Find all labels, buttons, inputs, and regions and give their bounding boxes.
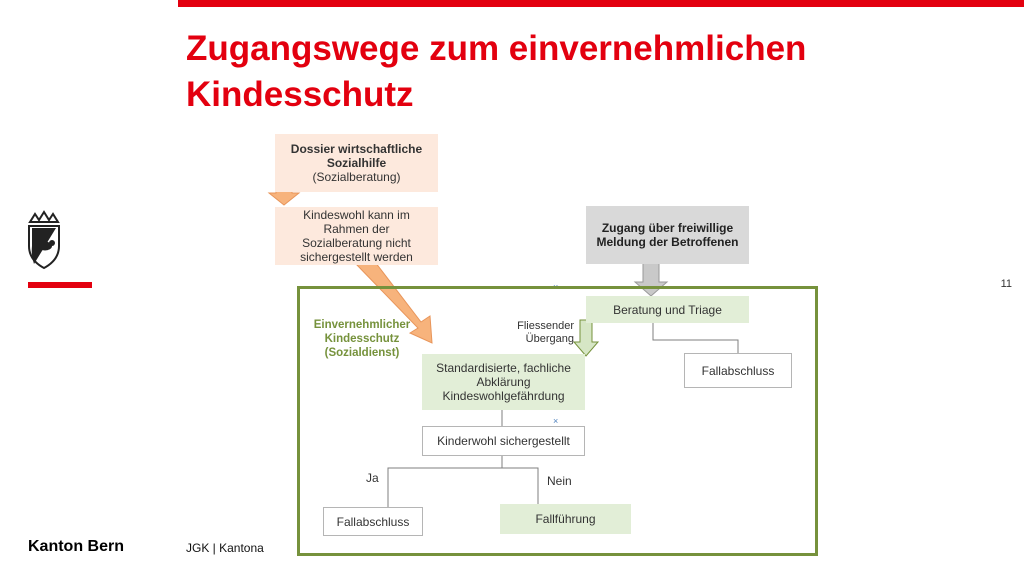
frame-label: Einvernehmlicher Kindesschutz (Sozialdie…	[313, 319, 411, 359]
ja-label: Ja	[366, 471, 379, 485]
kinderwohl-box: Kinderwohl sichergestellt	[422, 426, 585, 456]
fallfuehrung-box: Fallführung	[500, 504, 631, 534]
fallabschluss-left-box: Fallabschluss	[323, 507, 423, 536]
kindesschutz-frame	[297, 286, 818, 556]
bern-crest-icon	[28, 210, 60, 270]
dossier-line3: (Sozialberatung)	[312, 170, 401, 184]
top-accent-bar	[178, 0, 1024, 7]
footer-text: JGK | Kantona	[186, 541, 264, 555]
orange-arrow-diagonal	[354, 257, 433, 344]
dossier-box: Dossier wirtschaftliche Sozialhilfe (Soz…	[275, 134, 438, 192]
standardisiert-box: Standardisierte, fachliche Abklärung Kin…	[422, 354, 585, 410]
brand-name: Kanton Bern	[28, 538, 124, 555]
fliessend-label: Fliessender Übergang	[517, 320, 574, 345]
beratung-box: Beratung und Triage	[586, 296, 749, 323]
slide-title: Zugangswege zum einvernehmlichen Kindess…	[186, 29, 807, 114]
dossier-line1: Dossier wirtschaftliche	[290, 142, 423, 156]
red-divider	[28, 282, 92, 288]
nein-label: Nein	[547, 474, 572, 488]
green-arrow-down	[572, 319, 600, 357]
kindeswohl-box: Kindeswohl kann im Rahmen der Sozialbera…	[275, 207, 438, 265]
page-number: 11	[1000, 278, 1012, 290]
dossier-line2: Sozialhilfe	[326, 156, 387, 170]
zugang-box: Zugang über freiwillige Meldung der Betr…	[586, 206, 749, 264]
fallabschluss-right-box: Fallabschluss	[684, 353, 792, 388]
svg-text:×: ×	[553, 416, 558, 426]
